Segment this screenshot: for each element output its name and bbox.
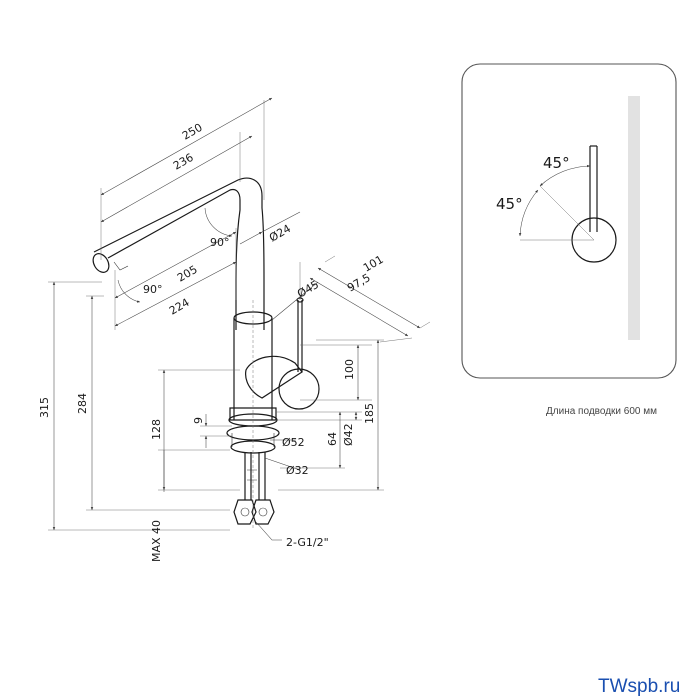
watermark: TWspb.ru [598, 676, 680, 697]
dim-236: 236 [171, 151, 196, 173]
dim-224: 224 [167, 296, 192, 318]
dim-128: 128 [150, 419, 163, 440]
thread-label: 2-G1/2" [286, 536, 329, 549]
panel-angle-left: 45° [496, 195, 523, 213]
dim-dia-52: Ø52 [282, 436, 305, 449]
dimension-labels: 250 236 205 224 90° 90° Ø24 101 97,5 Ø45… [38, 121, 386, 562]
dim-64: 64 [326, 432, 339, 446]
angle-tip-90: 90° [143, 283, 163, 296]
dim-100: 100 [343, 359, 356, 380]
dim-dia-42: Ø42 [342, 423, 355, 446]
dim-dia-45: Ø45 [295, 278, 321, 301]
panel-angle-top: 45° [543, 154, 570, 172]
handle-rotation-panel: 45° 45° [461, 63, 677, 379]
dim-9: 9 [192, 417, 205, 424]
dim-250: 250 [180, 121, 205, 143]
dim-315: 315 [38, 397, 51, 418]
dim-97-5: 97,5 [345, 271, 373, 295]
hose-length-caption: Длина подводки 600 мм [546, 406, 657, 417]
dimension-lines [48, 97, 431, 541]
dim-max-40: MAX 40 [150, 520, 163, 562]
angle-spout-90: 90° [210, 236, 230, 249]
dim-dia-24: Ø24 [267, 222, 293, 245]
dim-dia-32: Ø32 [286, 464, 309, 477]
dim-185: 185 [363, 403, 376, 424]
dim-284: 284 [76, 393, 89, 414]
dim-205: 205 [175, 263, 200, 285]
